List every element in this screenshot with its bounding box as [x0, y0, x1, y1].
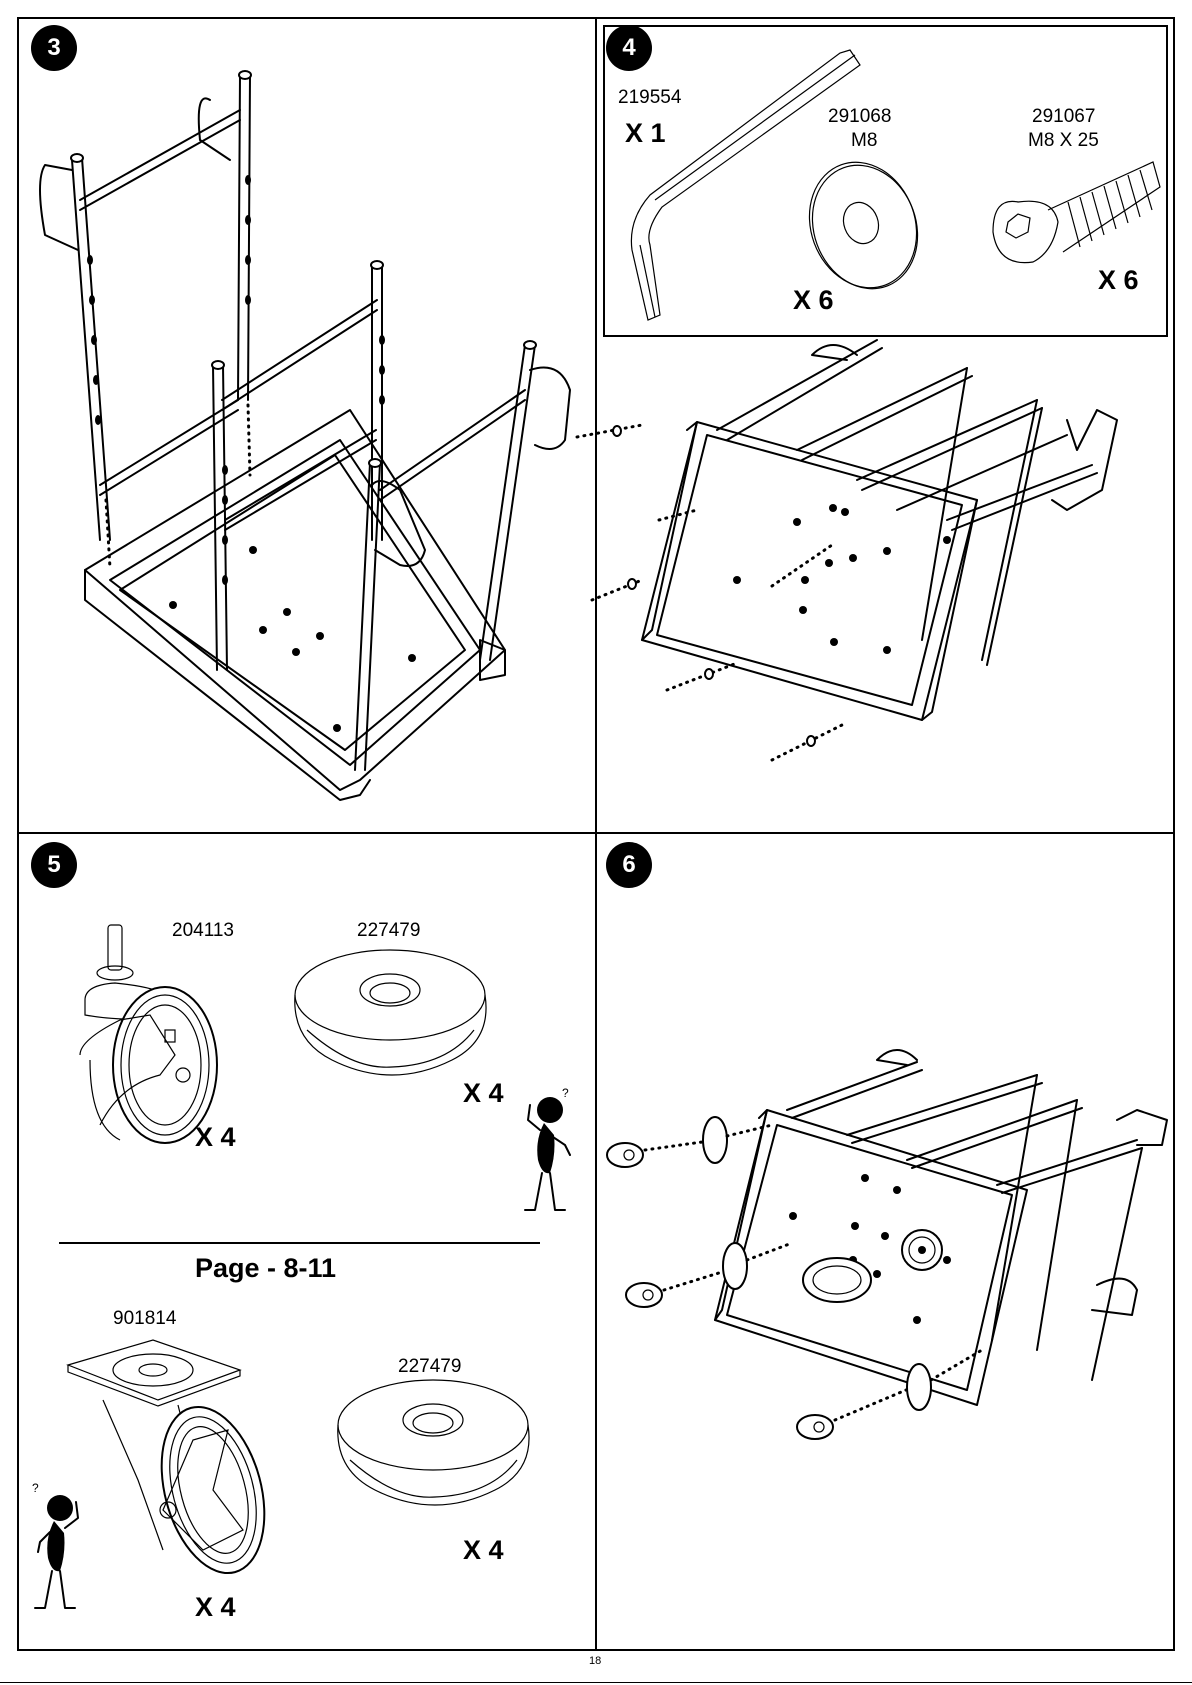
page-number: 18: [589, 1655, 601, 1667]
qty-caster-b: X 4: [195, 1592, 236, 1623]
svg-text:?: ?: [32, 1481, 39, 1495]
bottom-rule: [0, 1682, 1192, 1683]
part-id-bolt: 291067: [1032, 106, 1095, 128]
grid-horizontal-divider: [17, 832, 1175, 834]
part-id-caster-b: 901814: [113, 1308, 176, 1330]
bumper-ring-icon-2: [335, 1375, 535, 1525]
section-divider: [59, 1242, 540, 1244]
caster-wheel-icon: [80, 925, 240, 1150]
step-5-badge: 5: [31, 842, 77, 888]
bumper-ring-icon: [292, 945, 492, 1095]
part-id-bumper-a: 227479: [357, 920, 420, 942]
page-reference: Page - 8-11: [195, 1253, 336, 1284]
thinking-figure-icon-2: ?: [30, 1480, 90, 1615]
washer-icon: [800, 158, 930, 293]
thinking-figure-icon: ?: [520, 1085, 580, 1215]
step-6-badge: 6: [606, 842, 652, 888]
bolt-icon: [988, 152, 1163, 282]
frame-bolting-illustration: [597, 340, 1175, 830]
plate-caster-wheel-icon: [68, 1340, 283, 1575]
frame-assembly-illustration: [0, 0, 595, 832]
qty-bumper-b: X 4: [463, 1535, 504, 1566]
caster-installation-illustration: [597, 1050, 1175, 1470]
part-spec-bolt: M8 X 25: [1028, 130, 1099, 152]
svg-text:?: ?: [562, 1086, 569, 1100]
